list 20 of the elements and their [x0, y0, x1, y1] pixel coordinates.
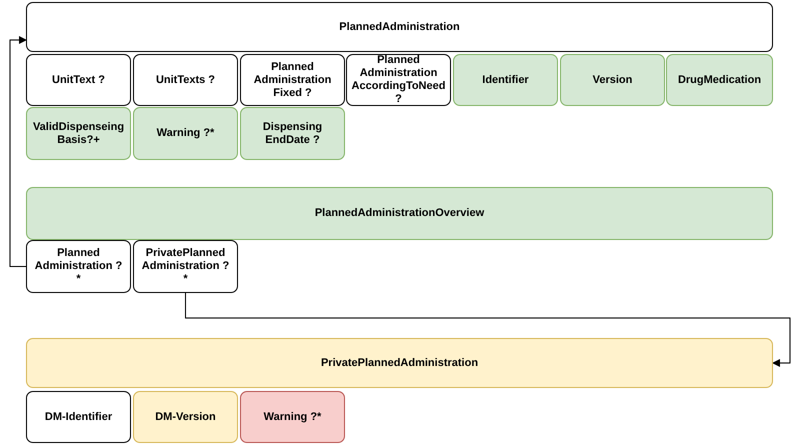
field-box: PrivatePlanned Administration ?*: [133, 240, 238, 293]
field-box: Dispensing EndDate ?: [240, 107, 345, 160]
field-box: Planned Administration AccordingToNeed ?: [346, 54, 451, 106]
field-box: UnitTexts ?: [133, 54, 238, 106]
entity-header-box: PlannedAdministrationOverview: [26, 187, 773, 240]
field-box: Warning ?*: [240, 391, 345, 443]
field-box: Planned Administration ?*: [26, 240, 131, 293]
arrow: [185, 292, 790, 367]
field-box: DM-Identifier: [26, 391, 131, 443]
field-box: Version: [560, 54, 665, 106]
field-box: Identifier: [453, 54, 558, 106]
field-box: Warning ?*: [133, 107, 238, 160]
field-box: Planned Administration Fixed ?: [240, 54, 345, 106]
field-box: DM-Version: [133, 391, 238, 443]
field-box: ValidDispenseing Basis?+: [26, 107, 131, 160]
field-box: DrugMedication: [666, 54, 773, 106]
arrow: [10, 36, 27, 267]
field-box: UnitText ?: [26, 54, 131, 106]
entity-header-box: PrivatePlannedAdministration: [26, 338, 773, 388]
entity-header-box: PlannedAdministration: [26, 2, 773, 52]
